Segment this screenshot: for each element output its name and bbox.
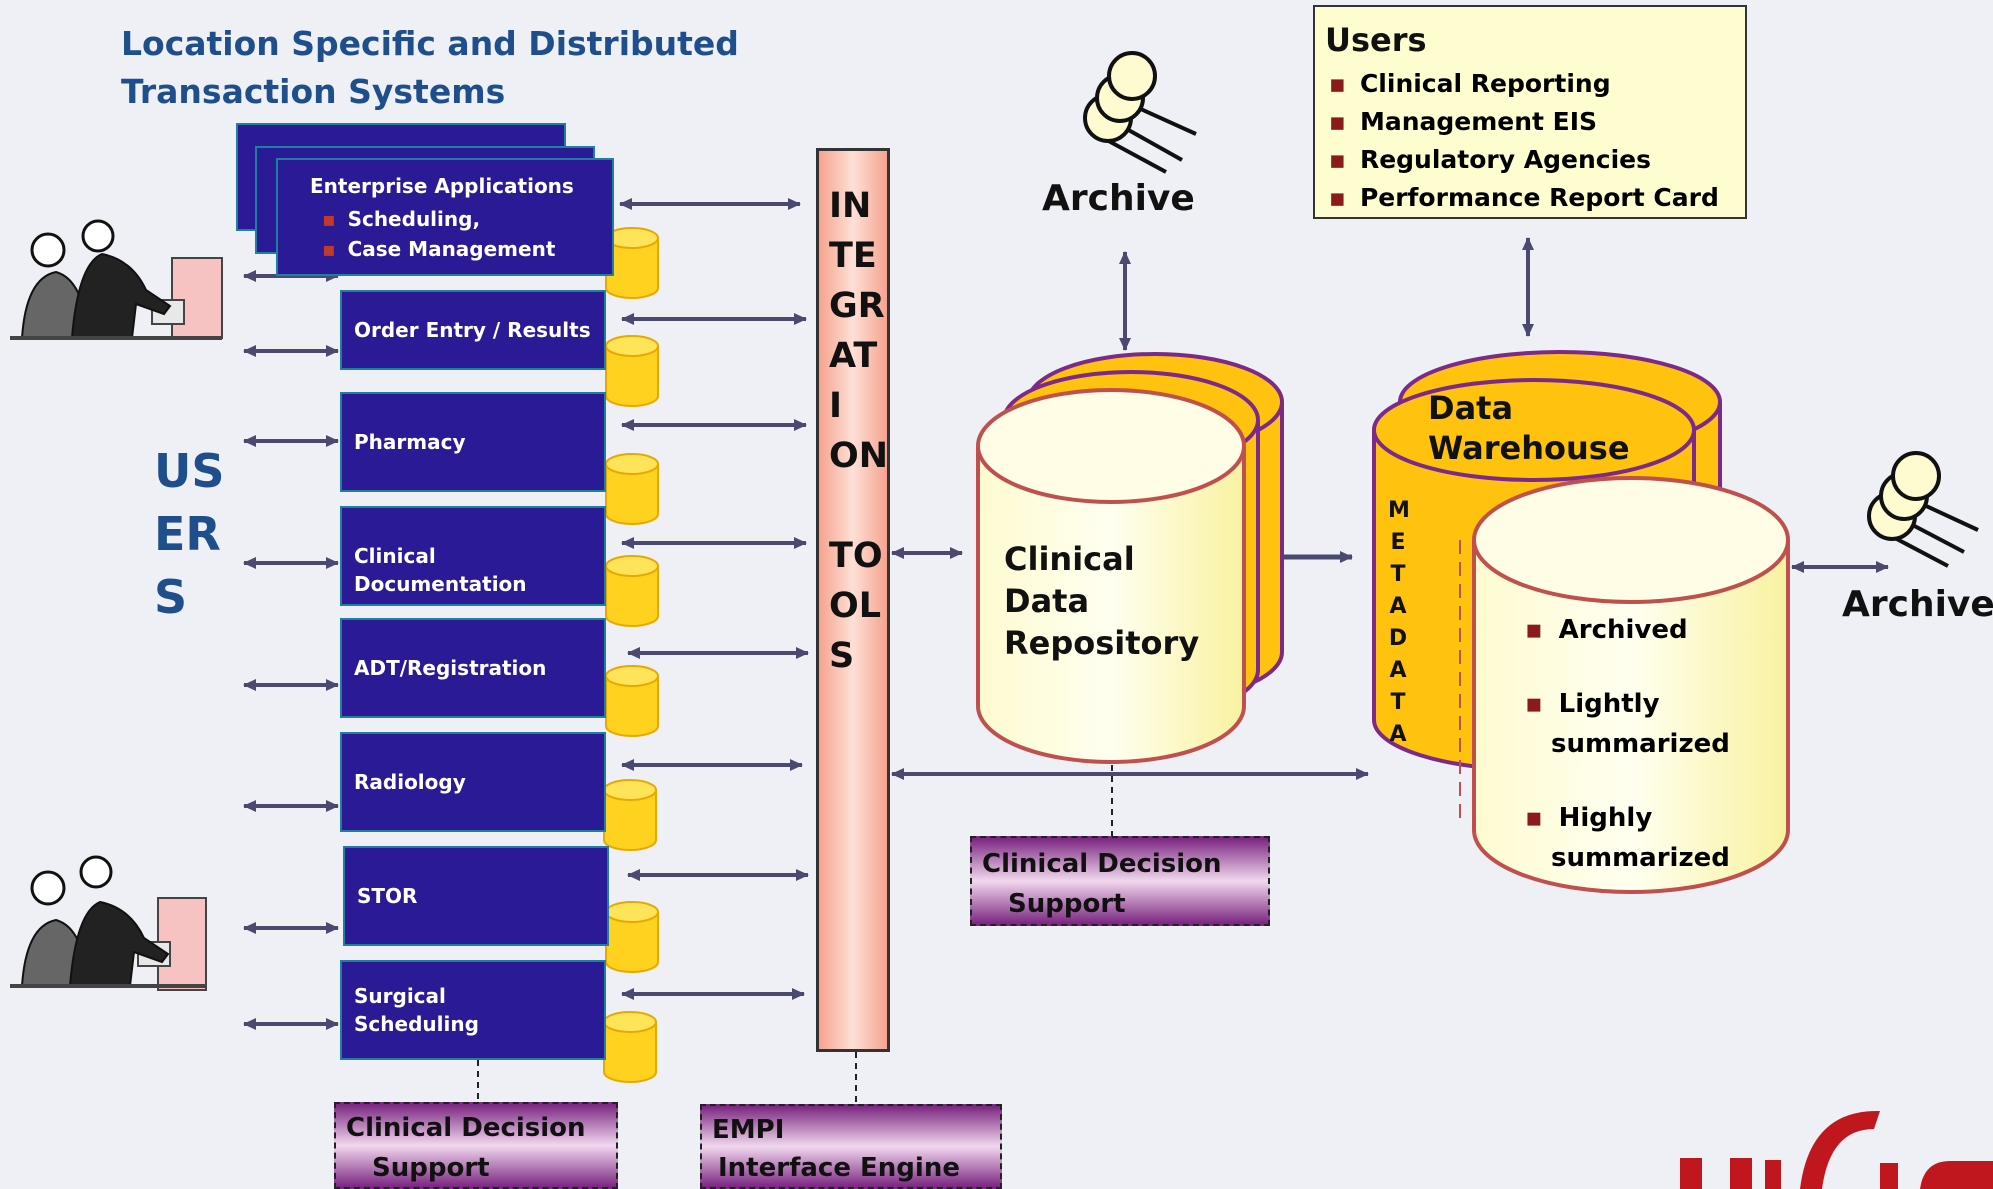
system-label: ADT/Registration <box>354 656 547 680</box>
system-box-stor: STOR <box>343 846 609 946</box>
db-cylinders <box>603 227 659 1083</box>
enterprise-applications-box: Enterprise Applications Scheduling, Case… <box>276 158 614 276</box>
system-box-clinical-documentation: Clinical Documentation <box>340 506 606 606</box>
db-cylinder-2 <box>605 335 659 407</box>
cdr-line-1: Clinical <box>1004 540 1135 578</box>
system-box-surgical-scheduling: Surgical Scheduling <box>340 960 606 1060</box>
db-cylinder-1 <box>605 227 659 299</box>
clinical-decision-support-right: Clinical Decision Support <box>970 836 1270 926</box>
cds-left-line-2: Support <box>372 1153 490 1183</box>
empi-line-1: EMPI <box>712 1115 785 1145</box>
users-clipart-top <box>10 219 223 340</box>
clinical-data-repository-label: Clinical Data Repository <box>1004 538 1199 664</box>
users-box-item: Clinical Reporting <box>1329 65 1719 103</box>
users-side-label: US ER S <box>154 444 225 624</box>
db-cylinder-8 <box>603 1011 657 1083</box>
dw-level-line-1: Archived <box>1558 615 1688 645</box>
cdr-line-3: Repository <box>1004 624 1200 662</box>
cdr-main-cylinder <box>976 388 1246 764</box>
dw-level-item: Archived <box>1525 610 1730 650</box>
db-cylinder-4 <box>605 555 659 627</box>
system-label: Pharmacy <box>354 430 466 454</box>
system-box-adt-registration: ADT/Registration <box>340 618 606 718</box>
users-box: Users Clinical Reporting Management EIS … <box>1313 5 1747 219</box>
enterprise-title: Enterprise Applications <box>310 174 574 198</box>
system-label: Radiology <box>354 770 466 794</box>
archive-label-top: Archive <box>1042 178 1195 219</box>
archive-label-right: Archive <box>1842 584 1993 625</box>
users-box-item: Management EIS <box>1329 103 1719 141</box>
cds-right-line-2: Support <box>1008 889 1126 919</box>
dw-line-2: Warehouse <box>1428 429 1630 467</box>
enterprise-items: Scheduling, Case Management <box>322 204 556 264</box>
cdr-line-2: Data <box>1004 582 1090 620</box>
title-line-2: Transaction Systems <box>121 72 506 111</box>
metadata-label: M E T A D A T A <box>1388 498 1410 747</box>
system-box-pharmacy: Pharmacy <box>340 392 606 492</box>
archive-icon-right <box>1867 451 1979 568</box>
enterprise-item: Case Management <box>322 234 556 264</box>
users-box-list: Clinical Reporting Management EIS Regula… <box>1329 65 1719 217</box>
users-box-item: Regulatory Agencies <box>1329 141 1719 179</box>
dw-level-line-2: summarized <box>1551 729 1730 759</box>
title-line-1: Location Specific and Distributed <box>121 24 739 63</box>
users-clipart-bottom <box>10 855 207 991</box>
system-label: Order Entry / Results <box>354 318 591 342</box>
dw-level-line-1: Highly <box>1558 803 1653 833</box>
dw-level-line-1: Lightly <box>1558 689 1660 719</box>
db-cylinder-3 <box>605 453 659 525</box>
page-title: Location Specific and Distributed Transa… <box>121 20 821 116</box>
clinical-decision-support-left: Clinical Decision Support <box>334 1102 618 1189</box>
cds-right-line-1: Clinical Decision <box>982 849 1222 879</box>
dw-level-item: Lightly summarized <box>1525 684 1730 764</box>
system-label: STOR <box>357 884 418 908</box>
data-warehouse-label: Data Warehouse <box>1428 388 1630 468</box>
archive-icon-top <box>1083 51 1197 174</box>
system-box-order-entry: Order Entry / Results <box>340 290 606 370</box>
dw-level-item: Highly summarized <box>1525 798 1730 878</box>
users-box-item: Performance Report Card <box>1329 179 1719 217</box>
enterprise-item: Scheduling, <box>322 204 555 234</box>
logo-fragment <box>1680 1110 1993 1189</box>
users-box-title: Users <box>1325 21 1427 59</box>
system-label: Surgical Scheduling <box>354 984 479 1036</box>
data-warehouse-levels: Archived Lightly summarized Highly summari… <box>1525 610 1730 912</box>
db-cylinder-5 <box>605 665 659 737</box>
db-cylinder-7 <box>605 901 659 973</box>
integration-tools-label: IN TE GR AT I ON TO OL S <box>829 186 889 676</box>
dw-line-1: Data <box>1428 389 1514 427</box>
db-cylinder-6 <box>603 779 657 851</box>
empi-interface-engine: EMPI Interface Engine <box>700 1104 1002 1189</box>
integration-tools-bar: IN TE GR AT I ON TO OL S <box>816 148 890 1052</box>
system-box-radiology: Radiology <box>340 732 606 832</box>
dw-level-line-2: summarized <box>1551 843 1730 873</box>
system-label: Clinical Documentation <box>354 544 527 596</box>
empi-line-2: Interface Engine <box>718 1153 960 1183</box>
cds-left-line-1: Clinical Decision <box>346 1113 586 1143</box>
